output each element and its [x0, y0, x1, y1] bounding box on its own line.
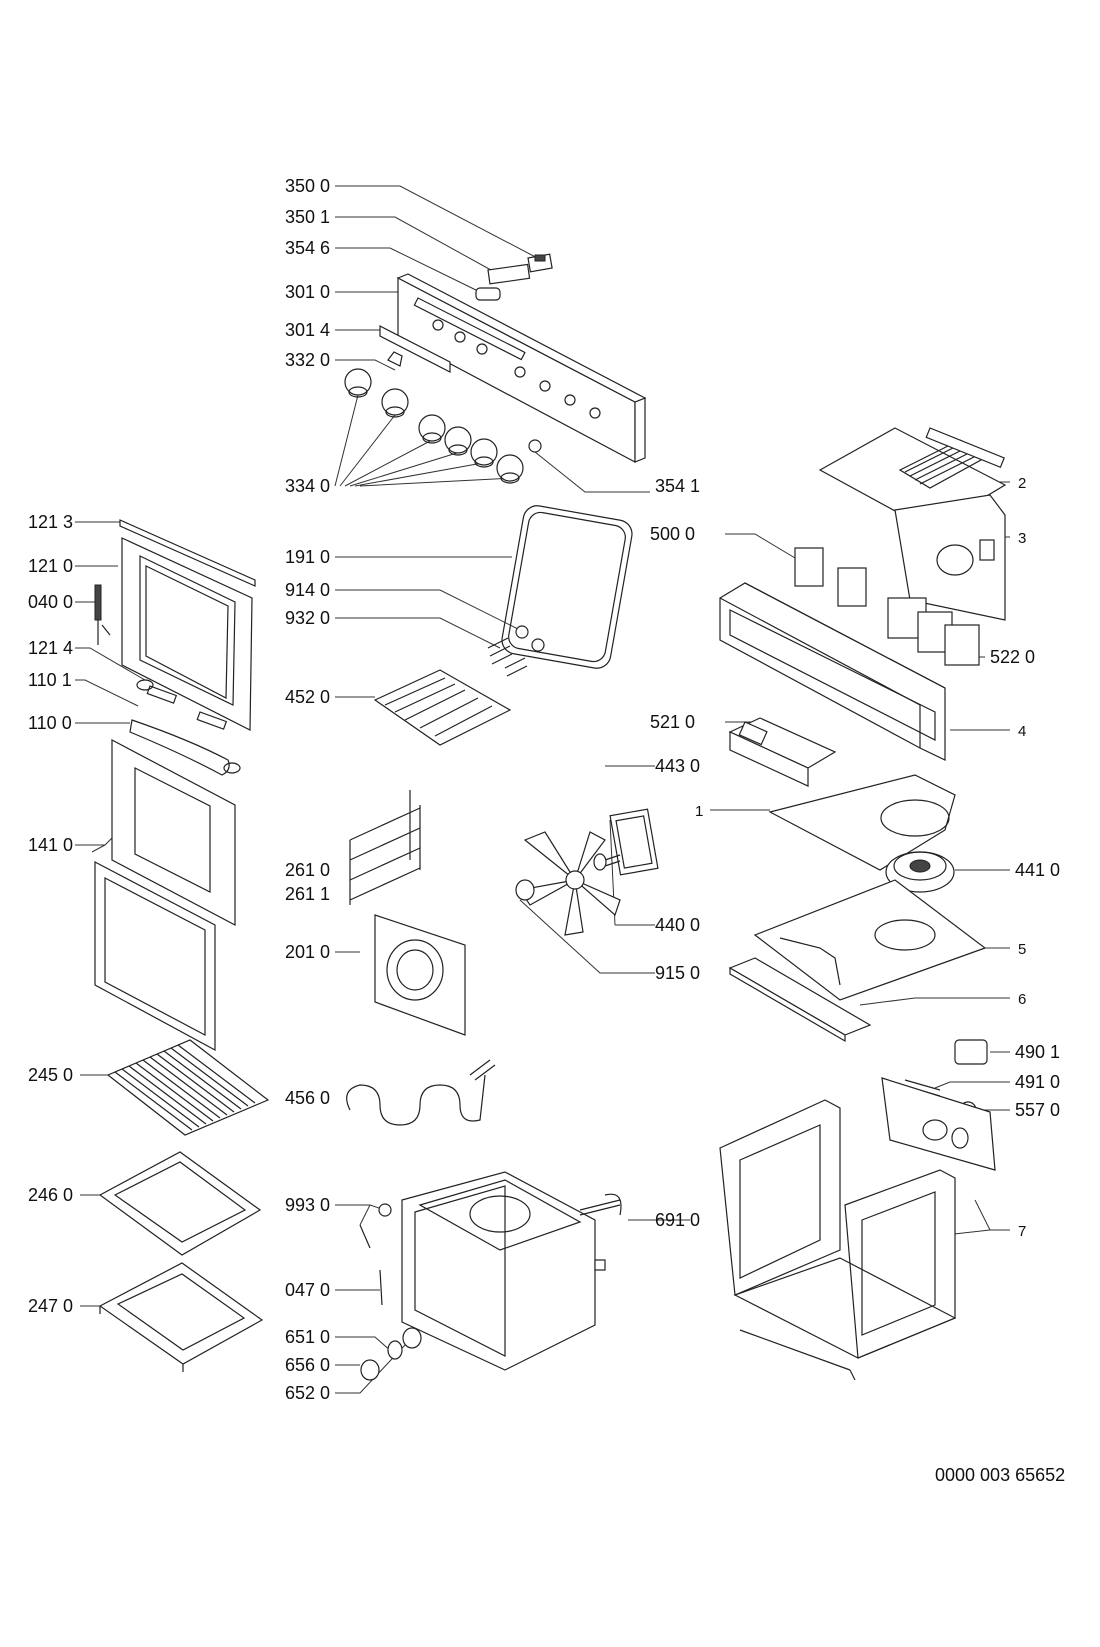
- callout-491-0: 491 0: [1015, 1072, 1060, 1092]
- callout-121-0: 121 0: [28, 556, 73, 576]
- callout-522-0: 522 0: [990, 647, 1035, 667]
- callout-261-1: 261 1: [285, 884, 330, 904]
- callout-521-0: 521 0: [650, 712, 695, 732]
- fan-group: [515, 765, 659, 974]
- callout-4: 4: [1018, 723, 1026, 740]
- callout-440-0: 440 0: [655, 915, 700, 935]
- callout-labels: 350 0 350 1 354 6 301 0 301 4 332 0 334 …: [28, 176, 1065, 1485]
- callout-246-0: 246 0: [28, 1185, 73, 1205]
- door-group: [75, 519, 256, 1052]
- callout-350-0: 350 0: [285, 176, 330, 196]
- callout-557-0: 557 0: [1015, 1100, 1060, 1120]
- diagram-id: 0000 003 65652: [935, 1465, 1065, 1485]
- callout-5: 5: [1018, 941, 1026, 958]
- interior-parts-group: [335, 505, 690, 1394]
- callout-456-0: 456 0: [285, 1088, 330, 1108]
- callout-914-0: 914 0: [285, 580, 330, 600]
- callout-121-4: 121 4: [28, 638, 73, 658]
- callout-691-0: 691 0: [655, 1210, 700, 1230]
- callout-3: 3: [1018, 530, 1026, 547]
- callout-7: 7: [1018, 1223, 1026, 1240]
- callout-443-0: 443 0: [655, 756, 700, 776]
- callout-040-0: 040 0: [28, 592, 73, 612]
- callout-354-1: 354 1: [655, 476, 700, 496]
- callout-2: 2: [1018, 475, 1026, 492]
- callout-932-0: 932 0: [285, 608, 330, 628]
- callout-441-0: 441 0: [1015, 860, 1060, 880]
- callout-490-1: 490 1: [1015, 1042, 1060, 1062]
- callout-1: 1: [695, 803, 703, 820]
- cabinet-group: [719, 1039, 1010, 1381]
- callout-047-0: 047 0: [285, 1280, 330, 1300]
- bottom-plates-group: [710, 774, 1010, 1043]
- control-boards-group: [719, 427, 1010, 787]
- callout-652-0: 652 0: [285, 1383, 330, 1403]
- callout-301-0: 301 0: [285, 282, 330, 302]
- callout-656-0: 656 0: [285, 1355, 330, 1375]
- callout-247-0: 247 0: [28, 1296, 73, 1316]
- callout-354-6: 354 6: [285, 238, 330, 258]
- callout-332-0: 332 0: [285, 350, 330, 370]
- callout-500-0: 500 0: [650, 524, 695, 544]
- callout-915-0: 915 0: [655, 963, 700, 983]
- callout-452-0: 452 0: [285, 687, 330, 707]
- callout-201-0: 201 0: [285, 942, 330, 962]
- callout-191-0: 191 0: [285, 547, 330, 567]
- callout-6: 6: [1018, 991, 1026, 1008]
- callout-141-0: 141 0: [28, 835, 73, 855]
- callout-350-1: 350 1: [285, 207, 330, 227]
- callout-261-0: 261 0: [285, 860, 330, 880]
- callout-334-0: 334 0: [285, 476, 330, 496]
- callout-651-0: 651 0: [285, 1327, 330, 1347]
- control-panel-group: [334, 185, 650, 493]
- callout-121-3: 121 3: [28, 512, 73, 532]
- callout-245-0: 245 0: [28, 1065, 73, 1085]
- racks-trays-group: [80, 1039, 270, 1372]
- callout-301-4: 301 4: [285, 320, 330, 340]
- callout-110-1: 110 1: [28, 670, 72, 690]
- callout-993-0: 993 0: [285, 1195, 330, 1215]
- callout-110-0: 110 0: [28, 713, 72, 733]
